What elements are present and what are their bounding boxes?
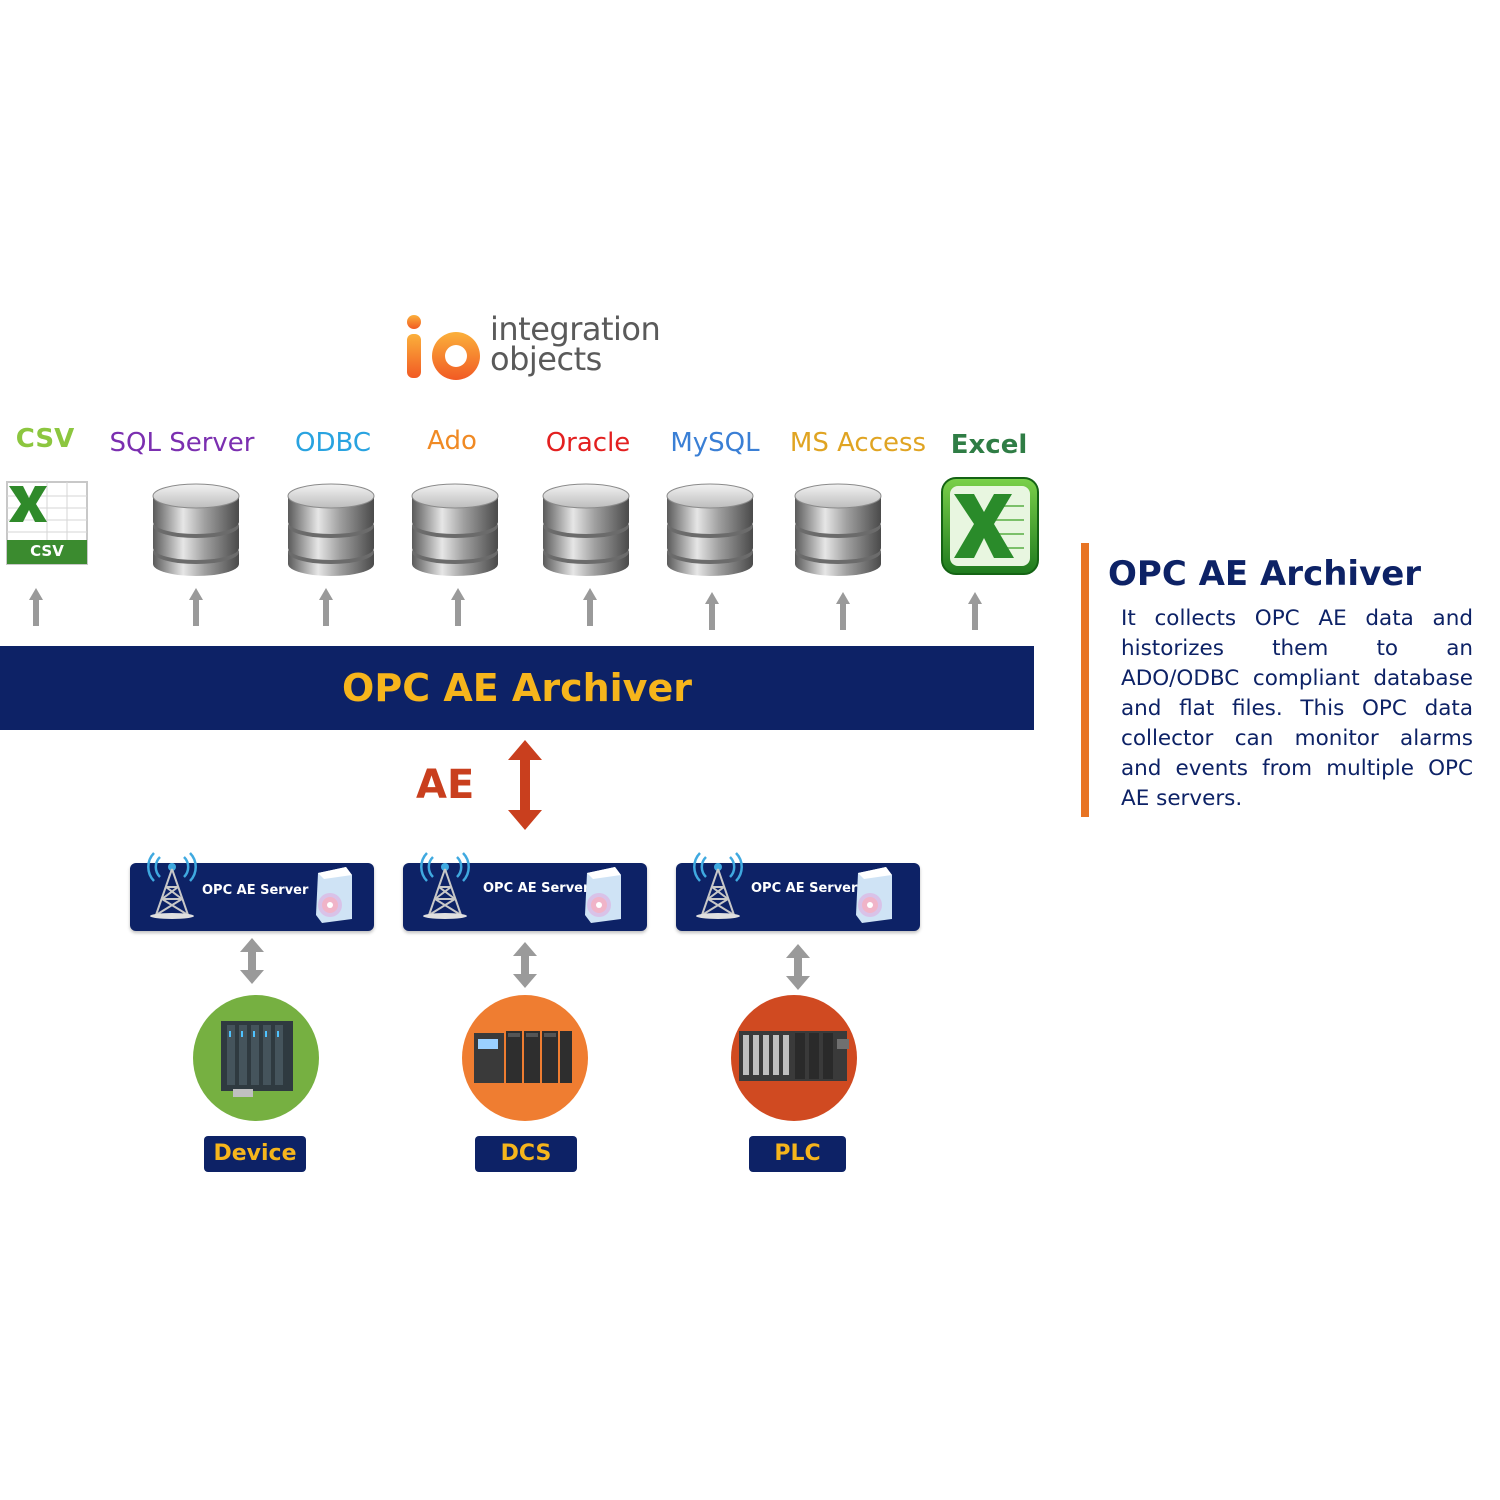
device-hardware-icon <box>221 1021 293 1097</box>
target-label-ms-access: MS Access <box>789 428 927 458</box>
arrow-up-icon <box>583 588 597 626</box>
logo-line-1: integration <box>490 310 661 348</box>
csv-icon-label: CSV <box>30 542 64 560</box>
opc-ae-server-box: OPC AE Server <box>130 863 374 931</box>
arrow-up-icon <box>968 592 982 630</box>
antenna-tower-icon <box>142 847 202 919</box>
arrow-up-icon <box>836 592 850 630</box>
arrow-up-icon <box>189 588 203 626</box>
dcs-hardware-icon <box>474 1031 572 1083</box>
plc-hardware-icon <box>739 1031 849 1081</box>
double-arrow-icon <box>508 740 542 830</box>
integration-objects-logo: integration objects <box>404 312 684 392</box>
excel-icon <box>940 476 1040 576</box>
target-label-sql-server: SQL Server <box>109 428 255 458</box>
arrow-up-icon <box>29 588 43 626</box>
double-arrow-grey-icon <box>786 944 810 990</box>
dcs-circle <box>462 995 588 1121</box>
database-icon-oracle <box>541 480 631 578</box>
target-label-csv: CSV <box>15 424 75 454</box>
database-icon-mysql <box>665 480 755 578</box>
server-label: OPC AE Server <box>202 883 309 898</box>
target-label-ado: Ado <box>427 426 477 456</box>
dcs-tag: DCS <box>475 1136 577 1172</box>
server-label: OPC AE Server <box>483 881 590 896</box>
device-circle <box>193 995 319 1121</box>
target-label-excel: Excel <box>950 430 1028 460</box>
side-panel-description: It collects OPC AE data and historizes t… <box>1121 606 1473 811</box>
software-box-icon <box>312 865 356 923</box>
archiver-bar-label: OPC AE Archiver <box>342 666 692 710</box>
server-label: OPC AE Server <box>751 881 858 896</box>
database-icon-odbc <box>286 480 376 578</box>
target-label-oracle: Oracle <box>545 428 631 458</box>
side-panel-accent-bar <box>1081 543 1089 817</box>
opc-ae-server-box: OPC AE Server <box>676 863 920 931</box>
arrow-up-icon <box>319 588 333 626</box>
side-panel-title: OPC AE Archiver <box>1108 554 1422 594</box>
software-box-icon <box>852 865 896 923</box>
arrow-up-icon <box>705 592 719 630</box>
software-box-icon <box>581 865 625 923</box>
archiver-bar: OPC AE Archiver <box>0 646 1034 730</box>
io-logo-icon <box>407 315 480 380</box>
plc-tag: PLC <box>749 1136 846 1172</box>
double-arrow-grey-icon <box>513 942 537 988</box>
arrow-up-icon <box>451 588 465 626</box>
database-icon-ado <box>410 480 500 578</box>
database-icon-sql-server <box>151 480 241 578</box>
database-icon-ms-access <box>793 480 883 578</box>
csv-file-icon: CSV <box>5 480 89 566</box>
antenna-tower-icon <box>415 847 475 919</box>
device-tag: Device <box>204 1136 306 1172</box>
plc-circle <box>731 995 857 1121</box>
double-arrow-grey-icon <box>240 938 264 984</box>
target-label-odbc: ODBC <box>294 428 372 458</box>
logo-line-2: objects <box>490 340 602 378</box>
antenna-tower-icon <box>688 847 748 919</box>
ae-label: AE <box>416 762 475 808</box>
opc-ae-server-box: OPC AE Server <box>403 863 647 931</box>
target-label-mysql: MySQL <box>670 428 760 458</box>
